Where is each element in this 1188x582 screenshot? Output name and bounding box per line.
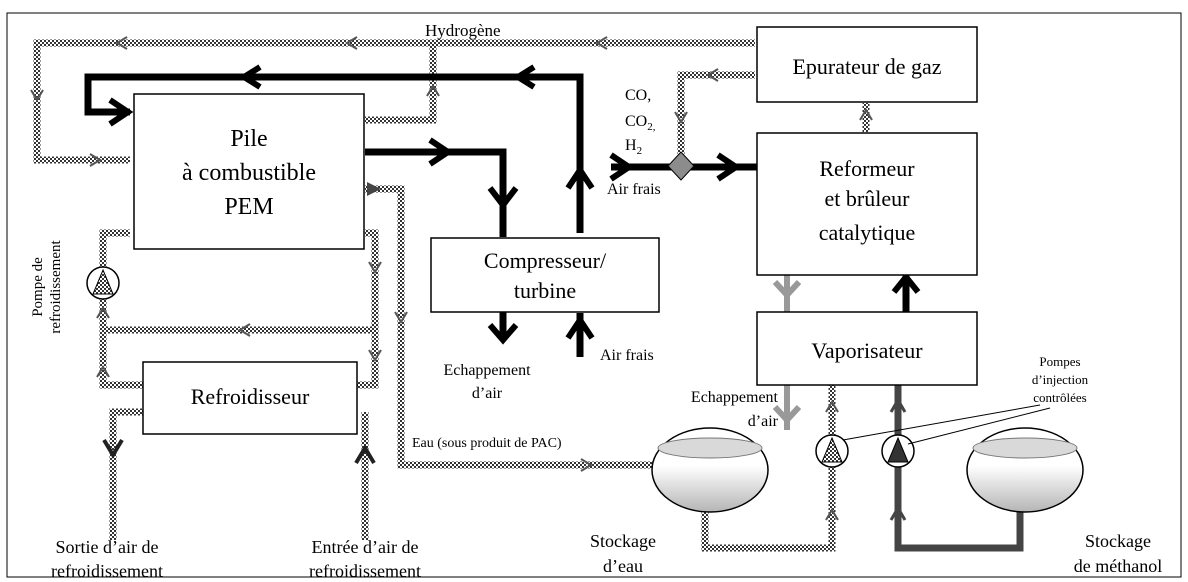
methanol-pump-triangle [887,436,909,463]
gas-mix-h2-main: H [625,137,637,154]
cooler-label: Refroidisseur [191,384,310,409]
vaporizer-label: Vaporisateur [811,338,923,363]
component-boxes [133,26,978,435]
water-tank [651,427,769,513]
water-pump-triangle [821,436,843,463]
air-arrowheads [108,64,921,345]
vaporizer-box [756,311,978,386]
cooling-pump [86,266,120,300]
injection-pumps-label-1: Pompes [1039,354,1080,369]
cooling-pump-label-1: Pompe de [30,257,46,317]
injection-pumps-label-3: contrôlées [1033,390,1086,405]
fuel-cell-label-1: Pile [230,126,267,152]
gas-cleaner-box [756,26,978,103]
exhaust-left-label-1: Echappement [443,362,531,379]
cooling-in-label-1: Entrée d’air de [312,537,419,557]
injection-pumps-label: Pompes d’injection contrôlées [1032,354,1089,405]
methanol-tank-top [972,437,1078,459]
fuel-cell-label-3: PEM [224,194,273,220]
fuel-cell-label-2: à combustible [182,160,316,186]
cooler-box [142,361,358,435]
water-storage-label: Stockage d’eau [590,531,656,576]
fuel-cell-box [133,93,365,250]
methanol-storage-label-2: de méthanol [1074,556,1162,576]
injection-pumps-label-2: d’injection [1032,372,1089,387]
gas-mix-label-1: CO, [625,87,651,104]
methanol-storage-label-1: Stockage [1085,531,1151,551]
gas-mix-label-2: CO2, [625,113,656,133]
grey-lines [772,275,802,430]
cooling-in-label-2: refroidissement [309,561,421,581]
cooling-arrowheads [96,261,382,378]
cooling-pump-triangle [92,268,114,295]
water-storage-label-1: Stockage [590,531,656,551]
diagram-frame [6,12,1182,578]
water-storage-label-2: d’eau [603,556,643,576]
compressor-label-2: turbine [514,278,576,303]
gas-cleaner-label: Epurateur de gaz [792,54,941,79]
reformer-label-3: catalytique [819,220,916,245]
fuel-cell-label: Pile à combustible PEM [182,126,316,220]
hydrogen-arrowheads [30,36,873,167]
cooling-out-label: Sortie d’air de refroidissement [51,537,163,581]
water-inlet-arrow [367,182,381,196]
methanol-storage-label: Stockage de méthanol [1074,531,1162,576]
cooling-out-label-1: Sortie d’air de [56,537,159,557]
methanol-tank [966,427,1084,513]
gas-mixer-diamond [667,151,695,181]
gas-mix-label-3: H2 [625,137,642,157]
reformer-label-1: Reformeur [819,156,915,181]
fresh-air-top-label: Air frais [607,181,661,198]
water-injection-pump [815,434,849,468]
exhaust-right-label-2: d’air [748,413,779,430]
reformer-label-2: et brûleur [825,186,911,211]
compressor-label: Compresseur/ turbine [484,248,607,303]
methanol-injection-pump [881,434,915,468]
gas-mix-co2-main: CO [625,113,647,130]
exhaust-left-label-2: d’air [472,385,503,402]
gas-mix-co2-sub: 2, [647,121,656,133]
methanol-arrowheads [889,397,907,521]
cooling-pump-label-2: refroidissement [48,240,64,334]
cooling-io-arrowheads [102,438,376,465]
exhaust-right-label: Echappement d’air [691,389,779,430]
hydrogen-label: Hydrogène [425,21,501,40]
reformer-box [756,132,978,276]
cooling-out-label-2: refroidissement [51,561,163,581]
water-arrowheads [394,311,839,521]
exhaust-left-label: Echappement d’air [443,362,531,402]
water-tank-top [657,437,763,459]
cooling-in-label: Entrée d’air de refroidissement [309,537,421,581]
cooling-pump-label: Pompe de refroidissement [30,240,64,334]
reformer-label: Reformeur et brûleur catalytique [819,156,916,245]
gas-mix-label: CO, CO2, H2 [625,87,656,157]
gas-mix-h2-sub: 2 [637,145,643,157]
compressor-box [430,237,660,313]
compressor-label-1: Compresseur/ [484,248,607,273]
exhaust-right-label-1: Echappement [691,389,779,406]
fresh-air-bottom-label: Air frais [600,347,654,364]
pump-callout-lines [842,404,1051,445]
water-byproduct-label: Eau (sous produit de PAC) [412,436,562,451]
